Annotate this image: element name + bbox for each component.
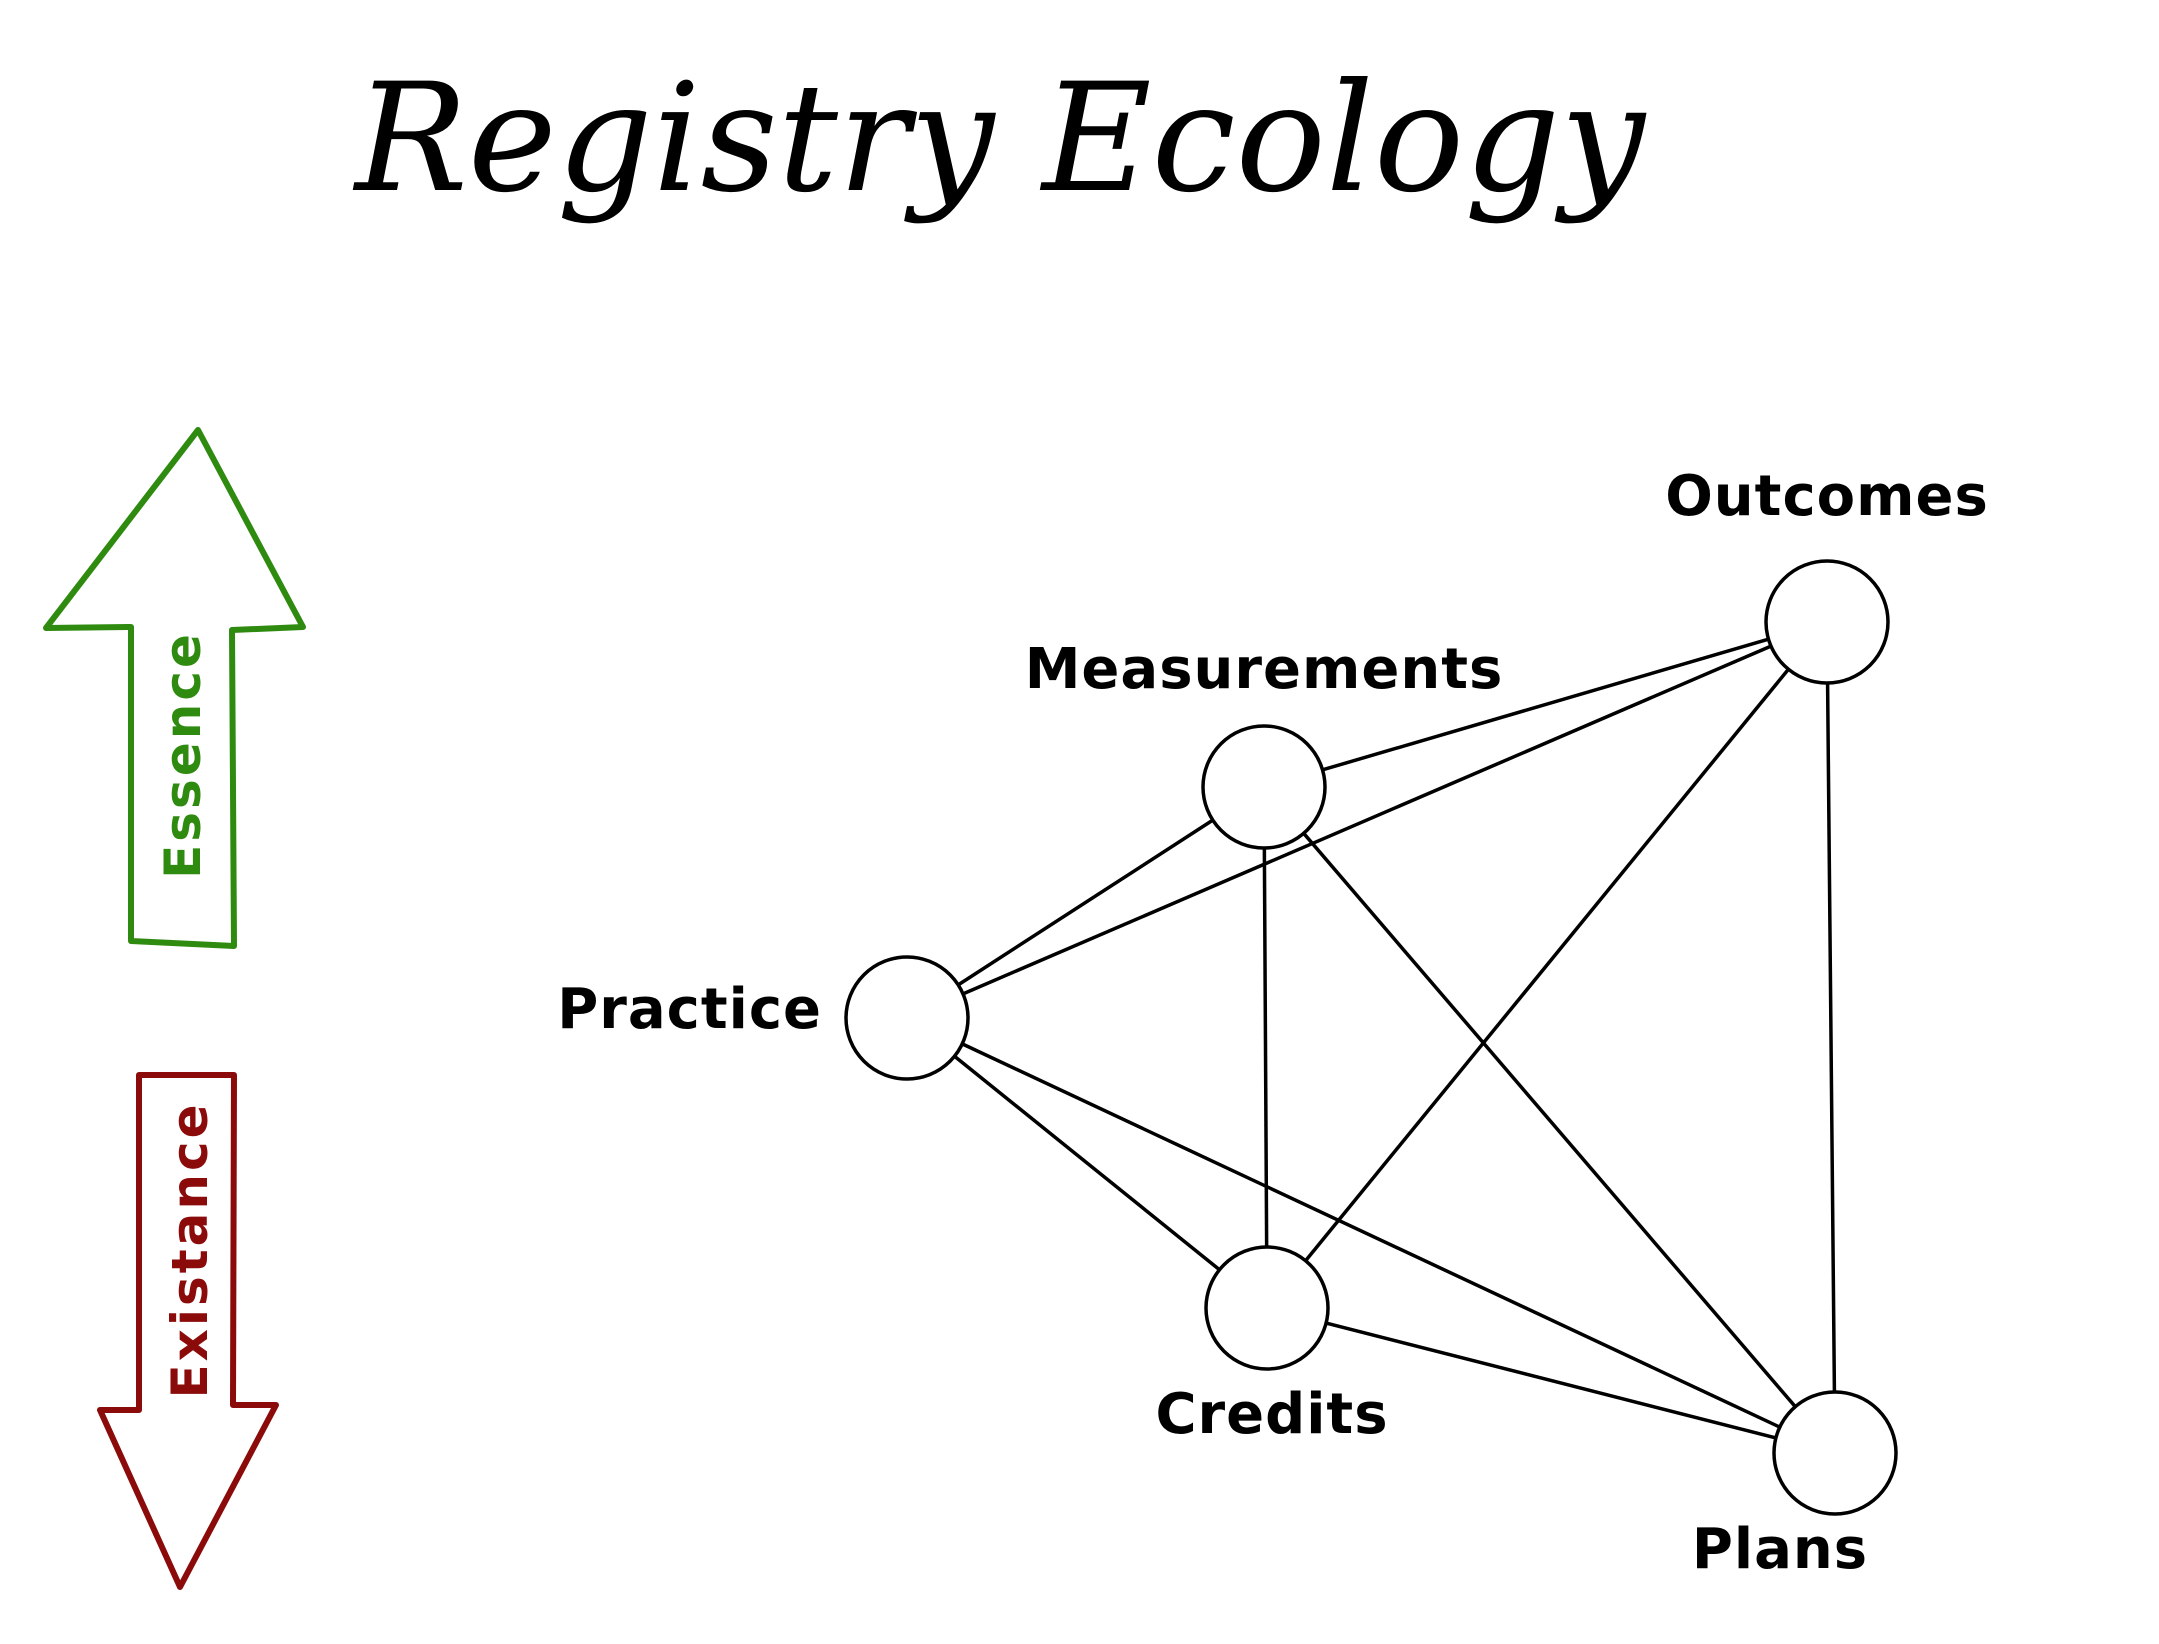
network-edges xyxy=(953,637,1837,1440)
edge-credits-practice xyxy=(953,1054,1221,1272)
node-practice: Practice xyxy=(557,955,970,1081)
node-circle-measurements xyxy=(1201,724,1327,850)
edge-practice-outcomes xyxy=(962,644,1772,996)
node-circle-credits xyxy=(1204,1245,1330,1371)
edge-practice-measurements xyxy=(957,818,1214,987)
node-circle-plans xyxy=(1772,1390,1898,1516)
node-label-plans: Plans xyxy=(1692,1517,1868,1582)
node-measurements: Measurements xyxy=(1025,637,1504,850)
node-circle-practice xyxy=(844,955,970,1081)
edge-plans-measurements xyxy=(1302,832,1797,1408)
node-circle-outcomes xyxy=(1764,559,1890,685)
edge-credits-outcomes xyxy=(1304,668,1790,1262)
existance-label: Existance xyxy=(161,1101,219,1398)
essence-label: Essence xyxy=(154,631,212,879)
existance-arrow: Existance xyxy=(97,1072,279,1590)
edge-plans-credits xyxy=(1325,1321,1777,1440)
existance-arrow-shape xyxy=(97,1072,279,1590)
edge-plans-outcomes xyxy=(1825,682,1837,1393)
essence-arrow-shape xyxy=(43,427,306,949)
node-outcomes: Outcomes xyxy=(1665,464,1989,685)
edge-plans-practice xyxy=(961,1042,1781,1429)
essence-arrow: Essence xyxy=(43,427,306,949)
edge-measurements-outcomes xyxy=(1322,637,1769,772)
page-title: Registry Ecology xyxy=(352,52,1647,226)
node-label-measurements: Measurements xyxy=(1025,637,1504,702)
node-label-credits: Credits xyxy=(1155,1382,1388,1447)
node-credits: Credits xyxy=(1155,1245,1388,1447)
node-label-practice: Practice xyxy=(557,977,822,1042)
node-plans: Plans xyxy=(1692,1390,1898,1582)
node-label-outcomes: Outcomes xyxy=(1665,464,1989,529)
edge-credits-measurements xyxy=(1262,847,1269,1248)
